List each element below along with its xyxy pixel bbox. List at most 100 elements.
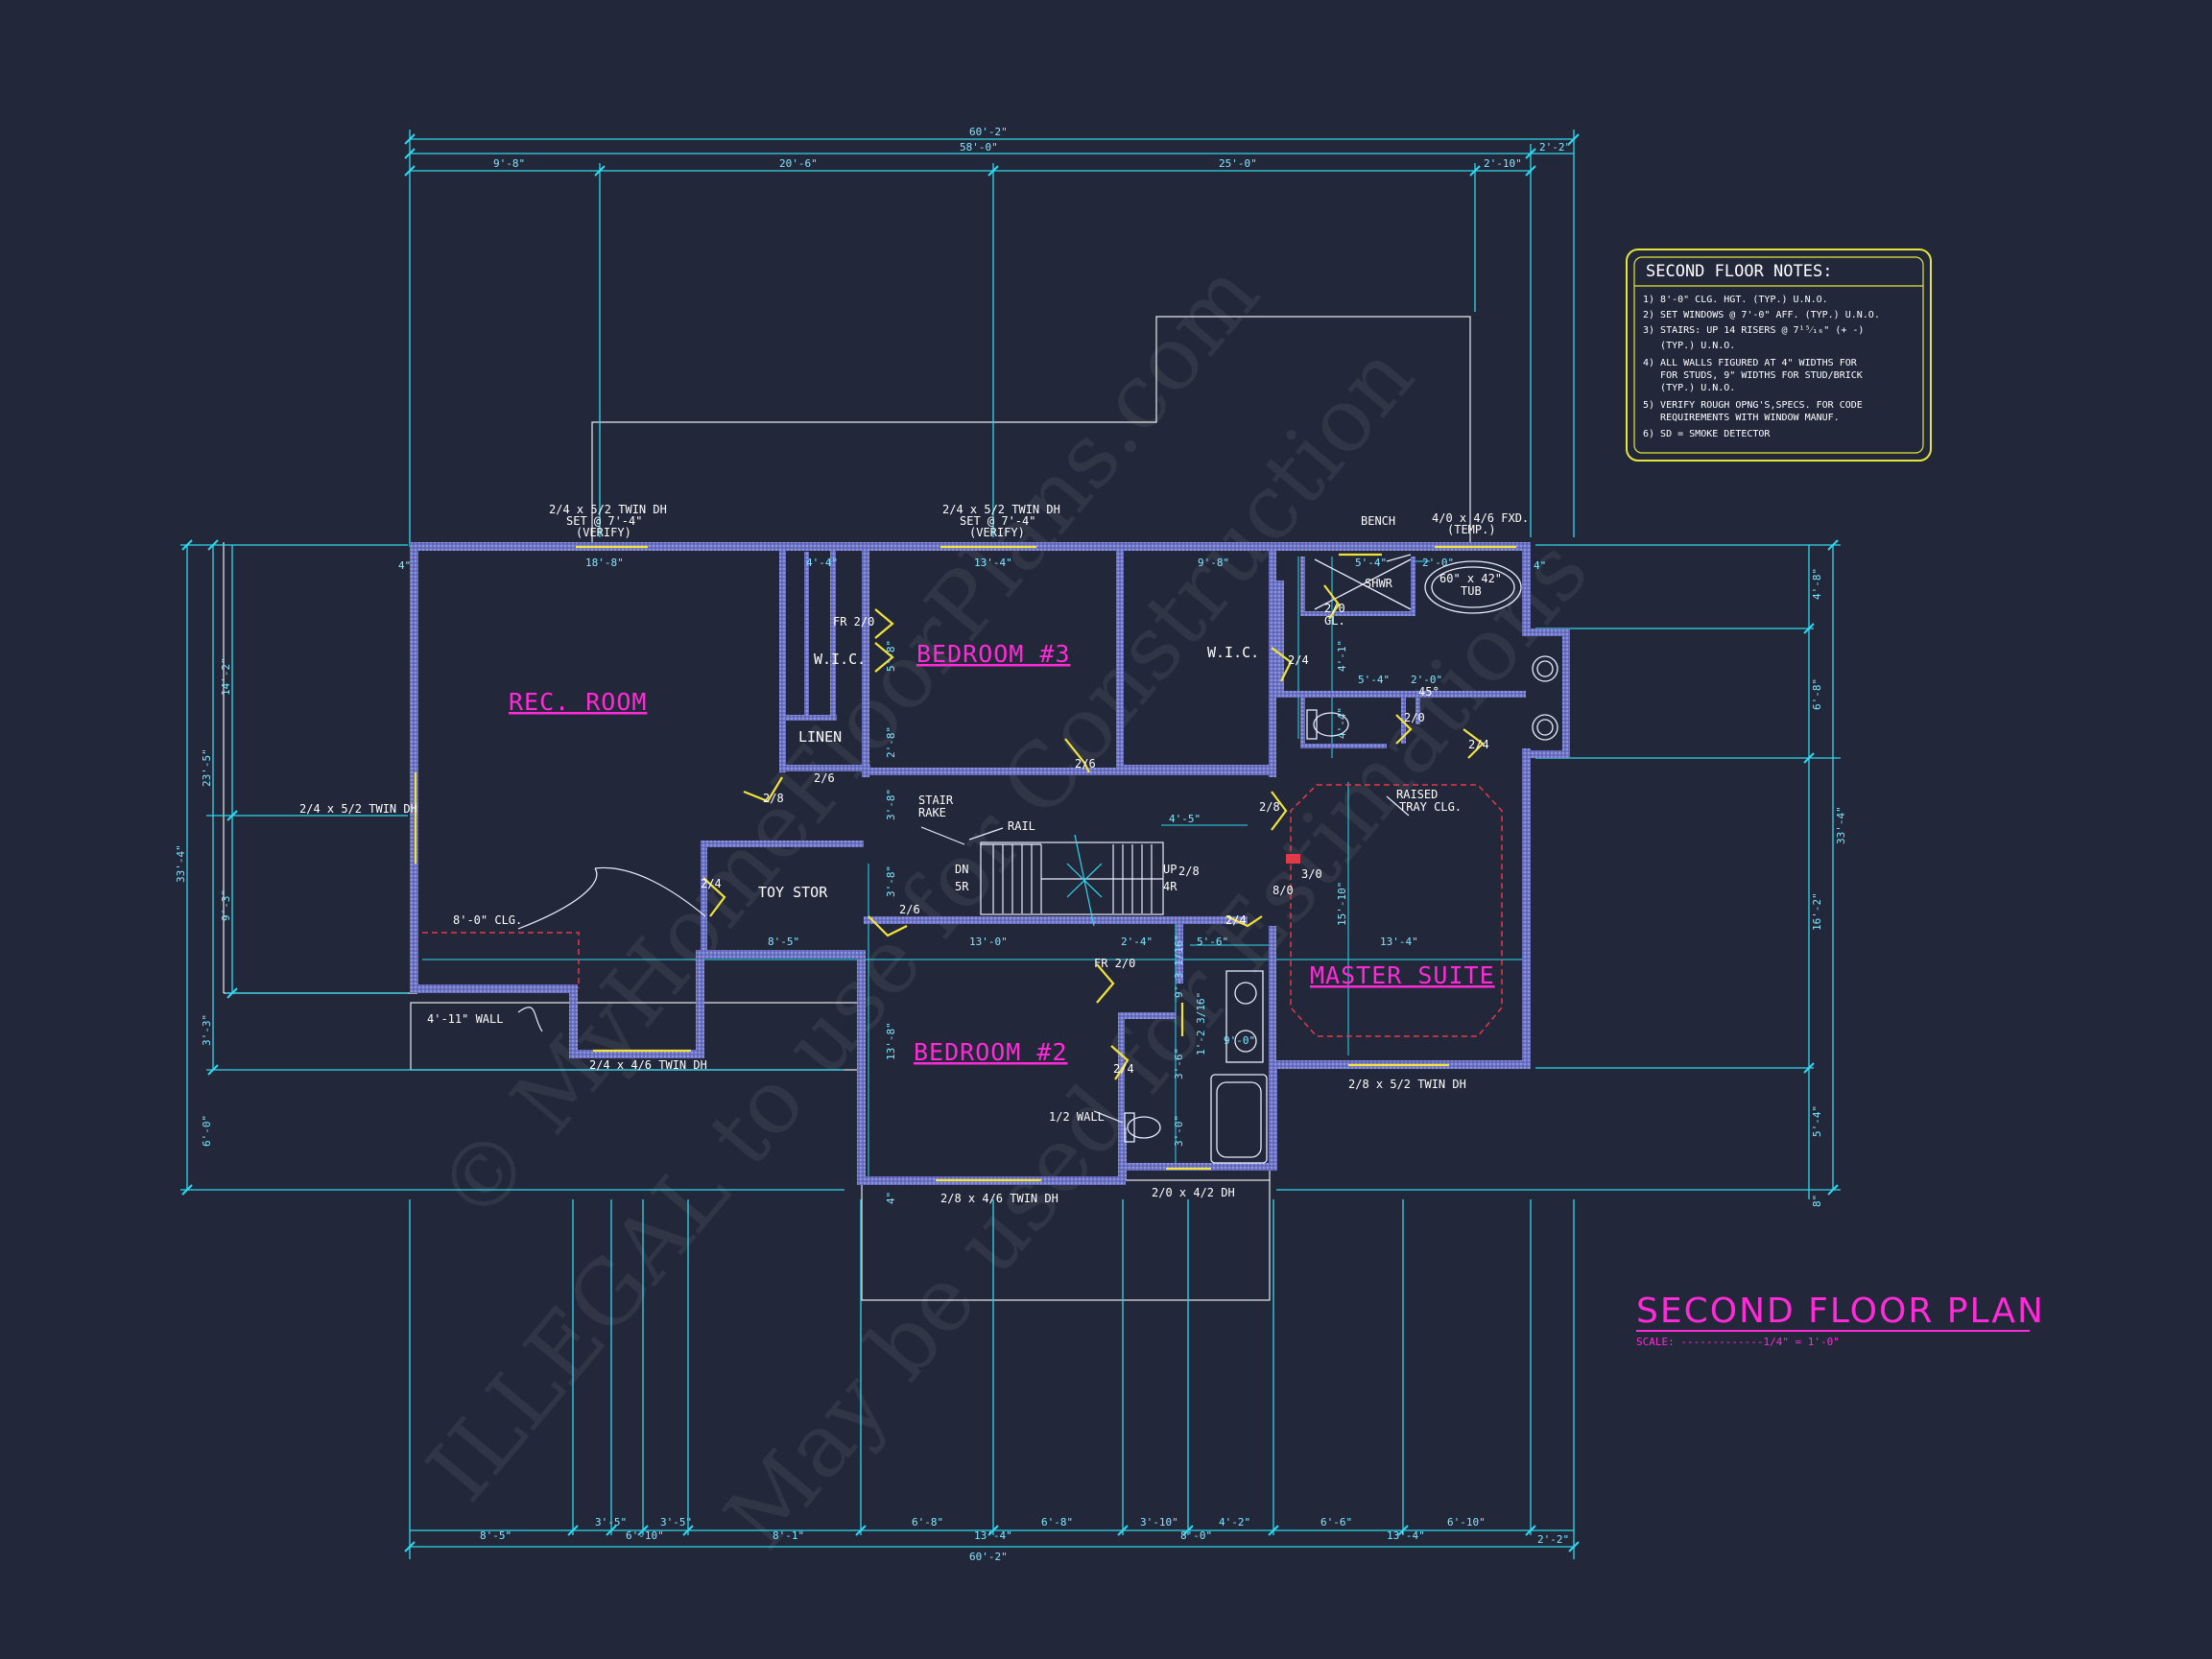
- label-up: UP: [1163, 863, 1177, 876]
- notes-line-2: 2) SET WINDOWS @ 7'-0" AFF. (TYP.) U.N.O…: [1643, 310, 1880, 320]
- door-2-8b: 2/8: [1259, 800, 1280, 814]
- dim-bottom-overall: 60'-2": [969, 1551, 1008, 1563]
- dim-top-overall: 60'-2": [969, 126, 1008, 138]
- label-wall-411: 4'-11" WALL: [427, 1012, 503, 1026]
- dim-bottom-a10: 6'-10": [1447, 1516, 1486, 1529]
- bathtub-icon: [1210, 1074, 1268, 1164]
- dim-ms-height: 15'-10": [1336, 882, 1348, 926]
- door-8-0: 8/0: [1272, 884, 1294, 897]
- plan-title-block: SECOND FLOOR PLAN SCALE: -------------1/…: [1636, 1292, 2043, 1348]
- label-rail: RAIL: [1008, 819, 1035, 833]
- dim-shwr: 5'-4": [1355, 557, 1387, 569]
- door-2-8c: 2/8: [1178, 865, 1200, 878]
- dim-bottom-a7: 3'-10": [1140, 1516, 1178, 1529]
- dimension-lines: [180, 130, 1841, 1559]
- dim-i20b: 2'-0": [1411, 674, 1442, 686]
- dim-top-seg2: 20'-6": [779, 157, 818, 170]
- dim-b2-width: 13'-0": [969, 936, 1008, 948]
- label-gl-size: 2/0: [1324, 602, 1345, 615]
- dim-v2: 4'-4": [1336, 707, 1348, 739]
- dim-top-right-ext: 2'-2": [1539, 141, 1571, 154]
- label-win-top1: 2/4 x 5/2 TWIN DH: [549, 503, 667, 516]
- wall-master-east: [1522, 748, 1531, 1069]
- door-3-0: 3/0: [1301, 867, 1322, 881]
- room-label-bedroom-3: BEDROOM #3: [916, 640, 1071, 668]
- dim-v30: 3'-0": [1173, 1115, 1185, 1147]
- dim-v58: 5'-8": [885, 640, 897, 672]
- dim-bottom-b3: 8'-0": [1180, 1529, 1212, 1542]
- room-label-shwr: SHWR: [1365, 577, 1393, 590]
- dim-left-overall: 33'-4": [175, 844, 187, 883]
- sink-icon: [1532, 655, 1558, 682]
- room-label-master-suite: MASTER SUITE: [1310, 961, 1495, 989]
- room-labels: REC. ROOM BEDROOM #3 BEDROOM #2 MASTER S…: [509, 577, 1495, 1066]
- dim-bottom-a9: 6'-6": [1320, 1516, 1352, 1529]
- dim-right-overall: 33'-4": [1835, 806, 1847, 844]
- label-win-top2-verify: (VERIFY): [969, 526, 1025, 539]
- second-floor-notes: SECOND FLOOR NOTES: 1) 8'-0" CLG. HGT. (…: [1626, 249, 1932, 462]
- label-win-master: 2/8 x 5/2 TWIN DH: [1348, 1078, 1466, 1091]
- plan-scale: SCALE: -------------1/4" = 1'-0": [1636, 1336, 1840, 1348]
- dim-left-u2: 9'-3": [220, 889, 232, 921]
- wall-west: [410, 542, 418, 993]
- dim-v12: 1'-2 3/16": [1195, 992, 1207, 1055]
- toilet-icon: [1306, 709, 1318, 740]
- label-bench: BENCH: [1361, 514, 1395, 528]
- notes-line-5: 4) ALL WALLS FIGURED AT 4" WIDTHS FOR: [1643, 358, 1858, 368]
- label-half-wall: 1/2 WALL: [1049, 1110, 1105, 1124]
- dim-bottom-a4: 8'-1": [773, 1529, 804, 1542]
- watermark: © MyHomeFloorPlans.com ILLEGAL to use fo…: [408, 243, 1608, 1568]
- label-stair-rake-1: STAIR: [918, 794, 954, 807]
- dim-i45: 4'-5": [1169, 813, 1201, 825]
- notes-line-6: FOR STUDS, 9" WIDTHS FOR STUD/BRICK: [1643, 370, 1863, 381]
- staircase: [980, 834, 1164, 927]
- label-45-deg: 45°: [1418, 685, 1439, 699]
- dim-bottom-a5: 6'-8": [912, 1516, 943, 1529]
- dim-right-r3: 16'-2": [1811, 892, 1823, 931]
- notes-line-9: REQUIREMENTS WITH WINDOW MANUF.: [1643, 413, 1840, 423]
- dim-left-upper: 23'-5": [201, 748, 213, 787]
- dim-bottom-b2: 13'-4": [974, 1529, 1012, 1542]
- dim-bottom-b1: 6'-10": [626, 1529, 664, 1542]
- dim-b2-height: 13'-8": [885, 1022, 897, 1060]
- dim-v93: 9'-3 1/16": [1173, 935, 1185, 998]
- label-raised: RAISED: [1396, 788, 1438, 801]
- tray-ceiling: [1290, 784, 1503, 1037]
- label-win-top2: 2/4 x 5/2 TWIN DH: [942, 503, 1060, 516]
- door-2-4a: 2/4: [701, 877, 722, 890]
- door-2-0: 2/0: [1404, 711, 1425, 724]
- room-label-wic-2: W.I.C.: [1207, 644, 1259, 661]
- wall-bump: [1522, 628, 1570, 636]
- door-2-6c: 2/6: [1075, 757, 1096, 770]
- door-2-8a: 2/8: [763, 792, 784, 805]
- label-win-left: 2/4 x 5/2 TWIN DH: [299, 802, 417, 816]
- dim-top-inner: 58'-0": [960, 141, 998, 154]
- label-dn-risers: 5R: [955, 880, 969, 893]
- label-gl: GL.: [1324, 614, 1345, 628]
- label-win-top1-set: SET @ 7'-4": [566, 514, 642, 528]
- annotations: 2/4 x 5/2 TWIN DH SET @ 7'-4" (VERIFY) 2…: [299, 503, 1529, 1205]
- wall-stair-north: [864, 768, 1272, 775]
- label-tray-clg: TRAY CLG.: [1399, 800, 1462, 814]
- dim-right-r2: 6'-8": [1811, 678, 1823, 710]
- notes-title: SECOND FLOOR NOTES:: [1646, 262, 1832, 281]
- room-label-wic-1: W.I.C.: [814, 651, 866, 668]
- label-fr-bedroom3: FR 2/0: [833, 615, 874, 628]
- dim-bottom-a6: 6'-8": [1041, 1516, 1073, 1529]
- dim-bottom-a2: 3'-5": [595, 1516, 627, 1529]
- dim-left-lower1: 3'-3": [201, 1014, 213, 1046]
- notes-line-7: (TYP.) U.N.O.: [1643, 383, 1735, 393]
- dim-left-lower2: 6'-0": [201, 1115, 213, 1147]
- dim-top-seg1: 9'-8": [493, 157, 525, 170]
- wall-bedroom2-west: [857, 950, 866, 1185]
- dim-bottom-a1: 8'-5": [480, 1529, 511, 1542]
- dim-right-r5: 8": [1811, 1195, 1823, 1207]
- dim-bottom-a3: 3'-5": [660, 1516, 692, 1529]
- room-label-bedroom-2: BEDROOM #2: [914, 1038, 1068, 1066]
- dim-right-r4: 5'-4": [1811, 1105, 1823, 1137]
- dim-bottom-a8: 4'-2": [1219, 1516, 1250, 1529]
- label-win-bot-left: 2/4 x 4/6 TWIN DH: [589, 1058, 707, 1072]
- room-label-toy-stor: TOY STOR: [758, 884, 828, 901]
- door-2-4b: 2/4: [1288, 653, 1309, 667]
- dim-i24: 2'-4": [1121, 936, 1153, 948]
